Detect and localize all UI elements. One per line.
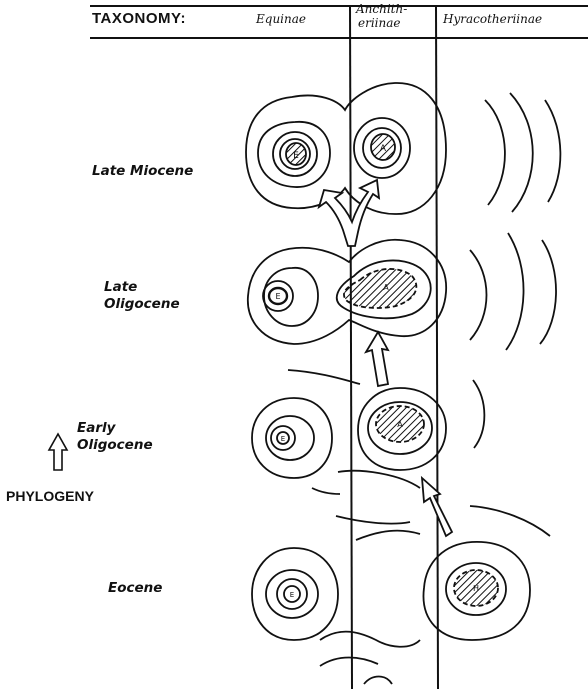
peak-label-late-miocene-anchitheriinae: A — [380, 144, 387, 154]
arc-late-miocene-2 — [510, 93, 533, 212]
peak-label-late-miocene-equinae: E — [293, 151, 299, 161]
arrow-anchitheriinae-early-to-late — [366, 332, 388, 386]
arc-eocene-3 — [470, 506, 550, 536]
arc-early-oligocene-2 — [473, 380, 484, 448]
contour-late-oligocene-inner — [264, 268, 318, 326]
arc-eocene-4 — [320, 632, 420, 647]
arc-eocene-6 — [364, 677, 392, 685]
arc-eocene-1 — [336, 516, 410, 524]
phylogeny-arrow-icon — [49, 434, 67, 470]
contour-early-oligocene-equinae-outer — [252, 398, 332, 478]
arc-late-oligocene-2 — [506, 233, 524, 350]
arc-eocene-5 — [320, 658, 378, 667]
peak-label-eocene-equinae: E — [290, 591, 294, 599]
arc-late-oligocene-3 — [540, 240, 556, 344]
arc-late-miocene-1 — [485, 100, 505, 205]
peak-label-late-oligocene-anchitheriinae: A — [383, 283, 389, 292]
peak-label-early-oligocene-anchitheriinae: A — [397, 420, 403, 429]
arc-late-oligocene-1 — [470, 250, 487, 340]
arrow-branch-to-equinae-anchitheriinae — [319, 180, 379, 246]
arc-eocene-2 — [356, 531, 420, 540]
arc-late-miocene-3 — [545, 100, 560, 202]
contour-early-oligocene-equinae-2 — [266, 416, 314, 460]
column-divider-left — [350, 6, 352, 689]
arc-early-oligocene-1 — [288, 370, 360, 384]
peak-label-early-oligocene-equinae: E — [281, 435, 285, 443]
arc-early-oligocene-3 — [338, 471, 420, 488]
peak-label-late-oligocene-equinae: E — [275, 292, 280, 301]
contour-late-miocene-outer — [246, 83, 446, 214]
peak-label-eocene-hyracotheriinae: H — [473, 584, 479, 593]
arc-early-oligocene-4 — [312, 488, 340, 494]
contour-eocene-equinae-outer — [252, 548, 338, 640]
